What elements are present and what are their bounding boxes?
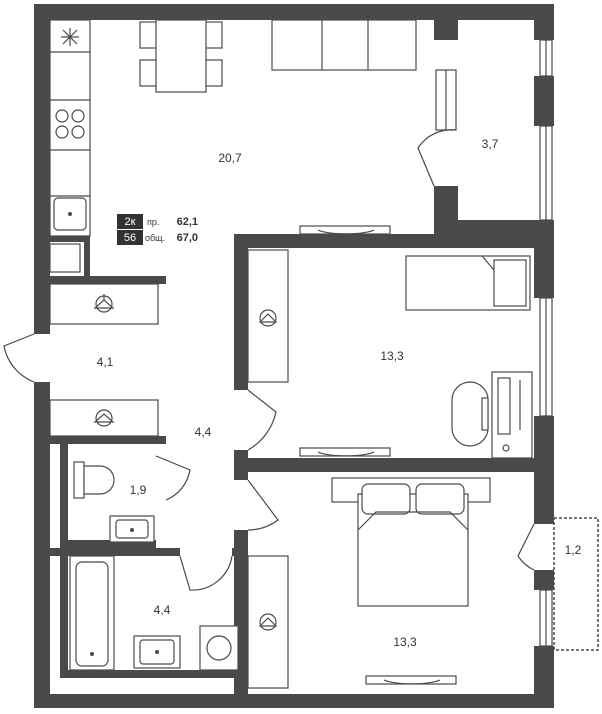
stove-icon: [55, 109, 85, 139]
room-area-bedroom-1: 13,3: [380, 349, 404, 363]
room-area-corridor: 4,4: [195, 425, 212, 439]
room-area-toilet: 1,9: [130, 483, 147, 497]
wardrobe-bedroom-2: [247, 555, 289, 689]
rooms-count: 2к: [125, 216, 136, 228]
radiator-icon: [299, 225, 457, 685]
washer-icon: [199, 625, 239, 671]
section-badge: [117, 230, 143, 245]
desk-icon: [491, 371, 533, 459]
balcony: [553, 517, 599, 651]
room-area-bathroom: 4,4: [154, 603, 171, 617]
sofa-icon: [271, 19, 417, 71]
toilet-sink-icon: [109, 515, 155, 543]
rooms-badge: [117, 214, 143, 229]
room-area-kitchen-living: 20,7: [218, 151, 242, 165]
room-area-bedroom-2: 13,3: [393, 635, 417, 649]
apartment-summary: 2к 56 пр. 62,1 общ. 67,0: [117, 214, 198, 245]
double-bed-icon: [331, 477, 491, 607]
total-area-label: общ.: [145, 233, 165, 243]
walls: [34, 4, 554, 708]
room-area-balcony: 1,2: [565, 543, 582, 557]
wardrobe-upper: [49, 283, 159, 325]
room-area-hallway: 4,1: [97, 355, 114, 369]
room-area-storage: 3,7: [482, 137, 499, 151]
section-number: 56: [124, 232, 136, 244]
windows: [435, 39, 553, 647]
chair-icon: [451, 381, 489, 447]
living-area-value: 62,1: [177, 216, 198, 228]
kitchen-cabinet: [49, 243, 81, 273]
fridge-icon: [61, 28, 79, 46]
toilet-icon: [73, 461, 115, 499]
bathtub-icon: [69, 555, 115, 671]
wardrobe-bedroom-1: [247, 249, 289, 383]
total-area-value: 67,0: [177, 232, 198, 244]
doors: [3, 129, 535, 591]
sink-icon: [53, 197, 87, 231]
bath-sink-icon: [133, 635, 181, 669]
living-area-label: пр.: [147, 217, 159, 227]
dining-table-icon: [139, 19, 223, 93]
bed-icon: [405, 255, 531, 311]
wardrobe-lower: [49, 399, 159, 437]
